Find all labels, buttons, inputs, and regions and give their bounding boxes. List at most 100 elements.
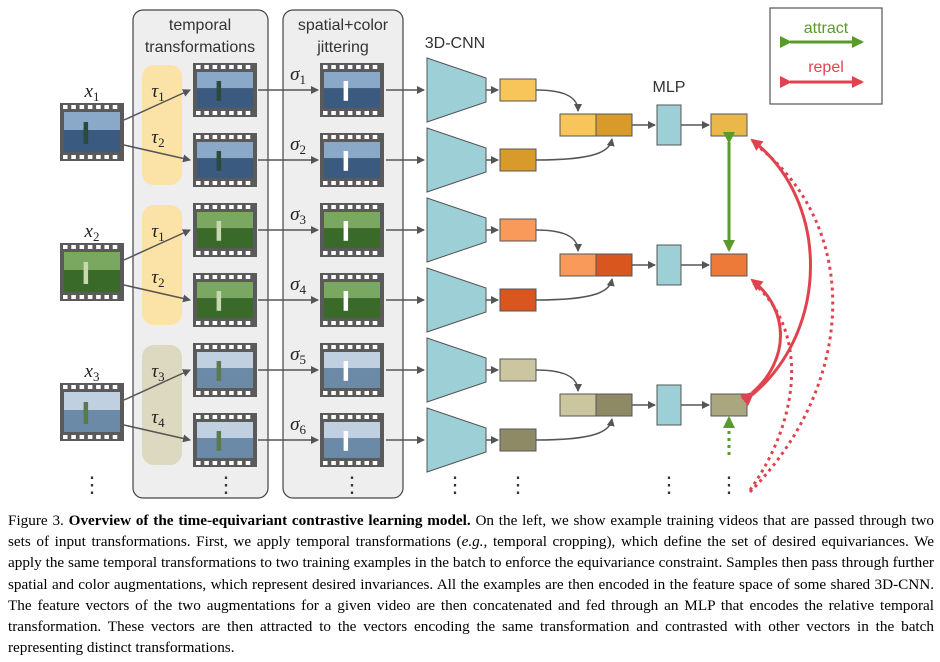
film-perforation (196, 415, 201, 419)
repel-arc-3-to-1 (740, 138, 812, 407)
sigma-label: σ3 (290, 204, 306, 227)
concat-vector-part-1 (559, 113, 597, 137)
temporal-transform-pill (142, 205, 182, 325)
video-frame-person (343, 361, 349, 381)
film-perforation (96, 295, 101, 299)
arrow-input-to-clip-1 (123, 89, 191, 121)
film-perforation (104, 295, 109, 299)
film-perforation (112, 295, 118, 299)
ellipsis-more-items: ⋮ (658, 472, 680, 497)
temporal-clip (193, 413, 257, 467)
film-perforation (71, 295, 76, 299)
video-frame-ground (64, 270, 120, 292)
film-perforation (196, 181, 201, 185)
video-frame-sky (64, 252, 120, 270)
model-diagram: temporal transformations spatial+color j… (60, 7, 883, 499)
film-perforation (71, 245, 76, 249)
film-perforation (364, 461, 369, 465)
film-perforation (229, 415, 234, 419)
film-perforation (331, 461, 336, 465)
film-perforation (237, 251, 242, 255)
film-perforation (196, 461, 201, 465)
video-frame-sky (64, 112, 120, 130)
film-perforation (331, 181, 336, 185)
film-perforation (196, 321, 201, 325)
film-perforation (323, 321, 328, 325)
film-perforation (372, 391, 378, 395)
film-perforation (237, 181, 242, 185)
video-frame-ground (324, 88, 380, 108)
film-perforation (71, 435, 76, 439)
film-perforation (356, 391, 361, 395)
film-perforation (79, 105, 85, 109)
arrow-input-to-clip-1 (123, 369, 191, 401)
video-frame-sky (324, 72, 380, 89)
film-perforation (237, 345, 242, 349)
legend-box (769, 7, 883, 105)
arrow-input-to-clip-2 (123, 144, 191, 163)
video-frame-ground (324, 158, 380, 178)
concat-vector-part-1 (559, 253, 597, 277)
feature-vector (499, 148, 537, 172)
film-perforation (104, 385, 109, 389)
film-perforation (204, 181, 209, 185)
film-perforation (323, 345, 328, 349)
output-embedding (710, 393, 748, 417)
video-frame-person (343, 291, 349, 311)
film-perforation (245, 345, 251, 349)
film-perforation (79, 435, 85, 439)
film-perforation (112, 435, 118, 439)
ellipsis-more-items: ⋮ (507, 472, 529, 497)
film-perforation (347, 391, 353, 395)
video-frame-ground (197, 88, 253, 108)
spatial-title-line2: jittering (316, 39, 369, 56)
film-perforation (220, 415, 226, 419)
video-frame-ground (197, 298, 253, 318)
ellipsis-more-items: ⋮ (215, 472, 237, 497)
video-frame-person (216, 151, 222, 171)
film-perforation (212, 461, 218, 465)
film-perforation (339, 135, 345, 139)
film-perforation (331, 65, 336, 69)
film-perforation (339, 415, 345, 419)
ellipsis-more-items: ⋮ (341, 472, 363, 497)
film-perforation (331, 111, 336, 115)
augmented-clip (320, 133, 384, 187)
film-perforation (220, 135, 226, 139)
film-perforation (212, 275, 218, 279)
film-perforation (364, 275, 369, 279)
feature-vector (499, 358, 537, 382)
temporal-title-line2: transformations (145, 39, 255, 56)
film-perforation (356, 111, 361, 115)
film-perforation (323, 415, 328, 419)
film-perforation (237, 415, 242, 419)
film-perforation (237, 135, 242, 139)
film-perforation (204, 391, 209, 395)
arrow-input-to-clip-2 (123, 284, 191, 303)
film-perforation (372, 181, 378, 185)
film-perforation (331, 391, 336, 395)
film-perforation (220, 275, 226, 279)
film-perforation (204, 321, 209, 325)
film-perforation (372, 251, 378, 255)
film-perforation (63, 105, 68, 109)
video-frame-person (216, 291, 222, 311)
video-frame-sky (197, 282, 253, 299)
film-perforation (104, 245, 109, 249)
film-perforation (372, 111, 378, 115)
film-perforation (229, 111, 234, 115)
film-perforation (245, 111, 251, 115)
film-perforation (372, 275, 378, 279)
film-perforation (347, 461, 353, 465)
film-perforation (220, 65, 226, 69)
3d-cnn-encoder (426, 407, 487, 473)
film-perforation (79, 155, 85, 159)
film-perforation (237, 65, 242, 69)
video-frame-person (343, 221, 349, 241)
video-frame-person (83, 122, 89, 144)
mlp-block (656, 384, 682, 426)
input-label-x3: x3 (84, 361, 100, 384)
3d-cnn-encoder (426, 267, 487, 333)
tau-label: τ4 (151, 407, 165, 430)
video-frame-sky (324, 212, 380, 229)
